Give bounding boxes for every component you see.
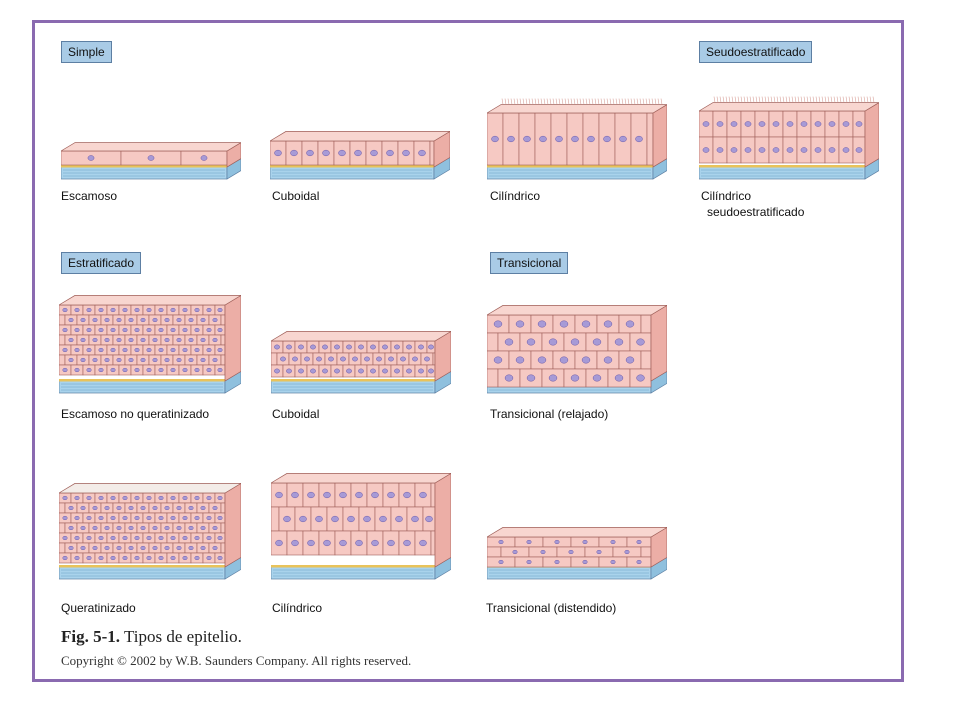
section-simple-tag: Simple — [61, 41, 112, 63]
simple-columnar-illustration — [487, 98, 667, 180]
label-keratinized: Queratinizado — [61, 601, 136, 615]
label-stratified-squamous: Escamoso no queratinizado — [61, 407, 210, 421]
stratified-squamous-illustration — [59, 294, 241, 394]
pseudostratified-columnar-illustration — [699, 96, 879, 180]
label-pseudostratified-line1: Cilíndrico — [701, 189, 752, 203]
label-stratified-columnar: Cilíndrico — [272, 601, 323, 615]
section-stratified-tag: Estratificado — [61, 252, 142, 274]
label-squamous: Escamoso — [61, 189, 118, 203]
label-cuboidal: Cuboidal — [272, 189, 320, 203]
transitional-relaxed-illustration — [487, 304, 667, 394]
label-transitional-relaxed: Transicional (relajado) — [490, 407, 609, 421]
label-columnar: Cilíndrico — [490, 189, 541, 203]
label-pseudostratified-line2: seudoestratificado — [707, 205, 805, 219]
stratified-columnar-illustration — [271, 472, 451, 580]
simple-squamous-illustration — [61, 142, 241, 180]
stratified-cuboidal-illustration — [271, 330, 451, 394]
keratinized-squamous-illustration — [59, 482, 241, 580]
figure-number: Fig. 5-1. — [61, 627, 121, 646]
section-pseudostratified-tag: Seudoestratificado — [699, 41, 813, 63]
copyright-notice: Copyright © 2002 by W.B. Saunders Compan… — [61, 653, 412, 668]
simple-cuboidal-illustration — [270, 130, 450, 180]
transitional-distended-illustration — [487, 526, 667, 580]
section-transitional-tag: Transicional — [490, 252, 569, 274]
figure-title: Tipos de epitelio. — [123, 627, 242, 646]
label-stratified-cuboidal: Cuboidal — [272, 407, 320, 421]
figure-caption: Fig. 5-1. Tipos de epitelio. — [61, 627, 242, 647]
label-transitional-distended: Transicional (distendido) — [486, 601, 617, 615]
figure-frame: Simple Seudoestratificado Estratificado … — [32, 20, 904, 682]
